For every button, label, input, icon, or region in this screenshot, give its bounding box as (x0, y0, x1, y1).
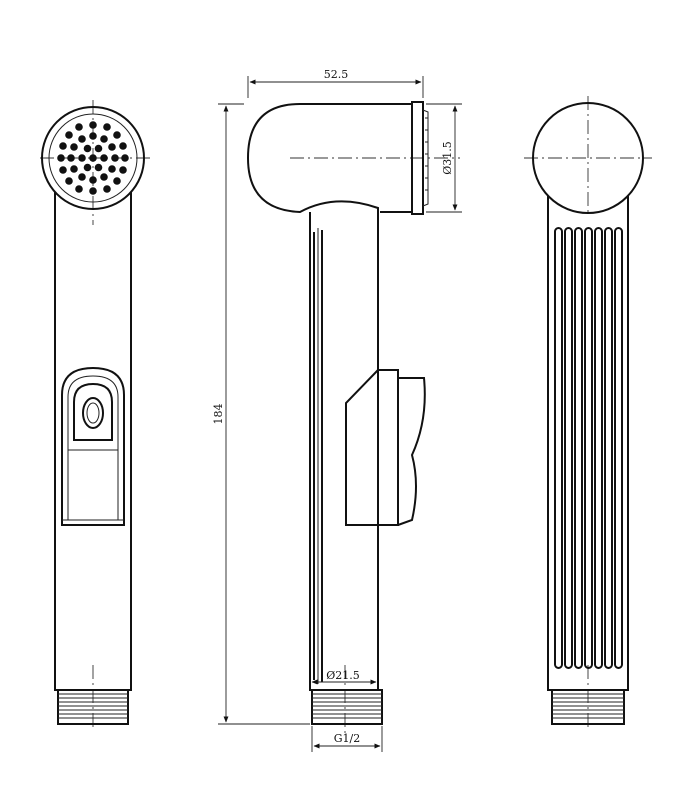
dim-width-top: 52.5 (247, 68, 424, 98)
thread-right (551, 689, 625, 725)
thread-mid (311, 689, 383, 725)
dim-head-diameter-label: Ø31.5 (441, 141, 454, 175)
front-view (40, 100, 150, 728)
dim-body-diameter: Ø21.5 (311, 669, 377, 685)
dim-height: 184 (212, 103, 310, 725)
trigger-lever (345, 369, 426, 526)
dim-thread-label: G1/2 (334, 732, 361, 745)
dim-head-diameter: Ø31.5 (426, 103, 462, 213)
back-view (524, 96, 652, 728)
dim-body-diameter-label: Ø21.5 (326, 669, 360, 682)
thread-left (57, 689, 129, 725)
dim-height-label: 184 (212, 404, 225, 425)
dim-thread: G1/2 (311, 726, 383, 752)
side-view: 52.5 Ø31.5 184 Ø21.5 G1/2 (212, 68, 462, 752)
grip-ribs (554, 227, 623, 669)
spray-nozzles (57, 121, 129, 195)
dim-width-top-label: 52.5 (324, 68, 349, 81)
